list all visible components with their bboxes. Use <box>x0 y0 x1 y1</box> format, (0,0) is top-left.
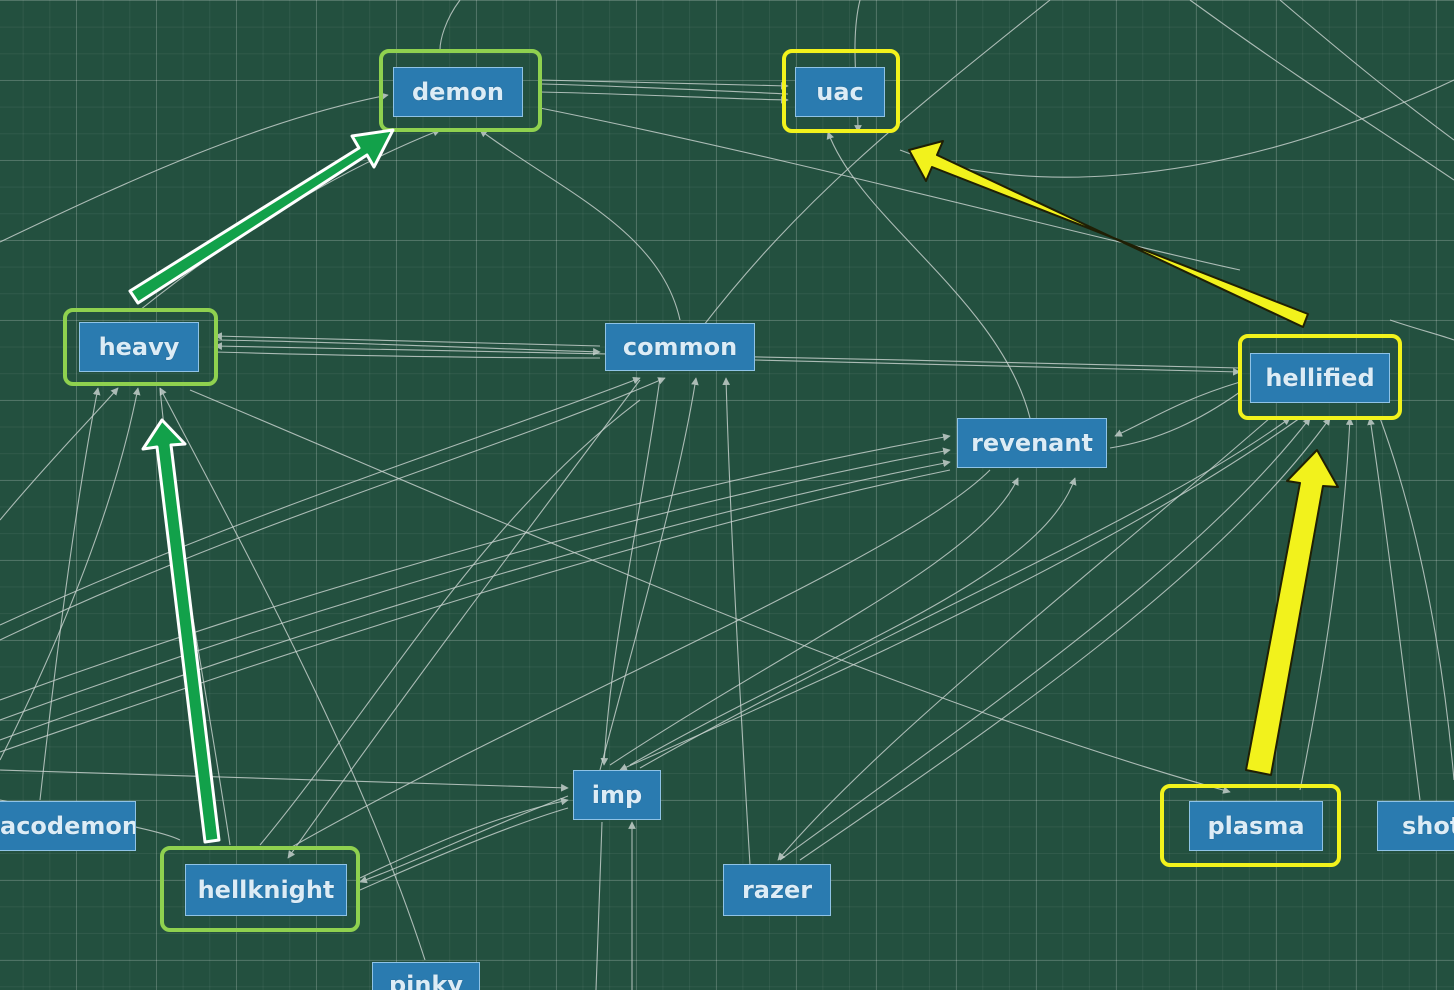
edge-left-heavy-2 <box>0 387 141 761</box>
edge-common-imp <box>600 377 661 766</box>
edge-demon-uac-2 <box>539 91 789 104</box>
edge-hellified-razer <box>777 417 1271 861</box>
node-hellknight[interactable]: hellknight <box>185 864 347 916</box>
node-common[interactable]: common <box>605 323 755 371</box>
edge-top-uac <box>854 0 862 133</box>
edge-diag-1 <box>699 0 1051 331</box>
node-demon[interactable]: demon <box>393 67 523 117</box>
edge-imp-below <box>595 821 603 990</box>
edge-left-demon <box>0 92 389 243</box>
edge-right-uac <box>899 79 1454 178</box>
edge-hellified-revenant <box>1114 381 1241 437</box>
edge-imp-revenant <box>609 477 1019 766</box>
edge-common-demon <box>479 129 681 321</box>
edge-left-heavy <box>0 387 119 521</box>
edge-uac-demon <box>541 83 789 95</box>
edge-shotgun-hellified <box>1367 417 1421 801</box>
edge-diag-3 <box>1279 0 1454 141</box>
edge-diag-5 <box>1389 319 1454 341</box>
edge-heavy-common <box>214 339 601 356</box>
edge-cacodemon-heavy <box>39 387 101 801</box>
node-cacodemon[interactable]: acodemon <box>0 801 136 851</box>
edge-left-revenant-3 <box>0 459 951 741</box>
edge-left-revenant-2 <box>0 447 951 721</box>
node-shotgun[interactable]: shot <box>1377 801 1454 851</box>
edge-hellknight-imp-2 <box>359 807 569 891</box>
node-revenant[interactable]: revenant <box>957 418 1107 468</box>
edge-imp-hellified <box>639 417 1291 769</box>
edge-hellknight-common <box>259 399 641 846</box>
edge-heavy-common-2 <box>214 351 601 359</box>
edge-heavy-demon <box>139 129 441 311</box>
edge-common-hellified <box>754 359 1241 376</box>
node-hellified[interactable]: hellified <box>1250 353 1390 403</box>
node-razer[interactable]: razer <box>723 864 831 916</box>
edge-hellified-imp <box>619 417 1301 771</box>
node-imp[interactable]: imp <box>573 770 661 820</box>
edge-diag-2 <box>1189 0 1454 181</box>
edge-imp-common <box>599 377 699 771</box>
edge-plasma-hellified <box>1299 417 1354 791</box>
edge-razer-hellified <box>779 417 1311 861</box>
edge-heavy-plasma <box>189 389 1231 794</box>
edge-revenant-uac <box>826 131 1031 419</box>
edge-imp-hellknight <box>359 795 569 884</box>
edge-left-revenant-1 <box>0 433 951 701</box>
edge-hellknight-revenant <box>289 469 991 849</box>
edge-razer-hellified-2 <box>799 417 1331 861</box>
edge-imp-revenant-2 <box>629 477 1077 766</box>
edge-razer-common <box>722 377 751 866</box>
edge-common-heavy <box>214 332 601 347</box>
edge-left-common-2 <box>0 376 641 626</box>
node-uac[interactable]: uac <box>795 67 885 117</box>
node-pinky[interactable]: pinky <box>372 962 480 990</box>
edge-right-hellified <box>1379 417 1454 781</box>
edge-left-imp <box>0 769 569 792</box>
node-plasma[interactable]: plasma <box>1189 801 1323 851</box>
edge-demon-uac <box>539 79 789 90</box>
node-heavy[interactable]: heavy <box>79 322 199 372</box>
edge-common-hellknight <box>287 379 641 859</box>
edge-left-revenant-4 <box>0 469 951 753</box>
edge-left-common <box>0 377 666 641</box>
edge-demon-hellified <box>539 107 1241 271</box>
edge-diag-4 <box>439 0 461 51</box>
edge-hellified-revenant-2 <box>1109 391 1241 449</box>
